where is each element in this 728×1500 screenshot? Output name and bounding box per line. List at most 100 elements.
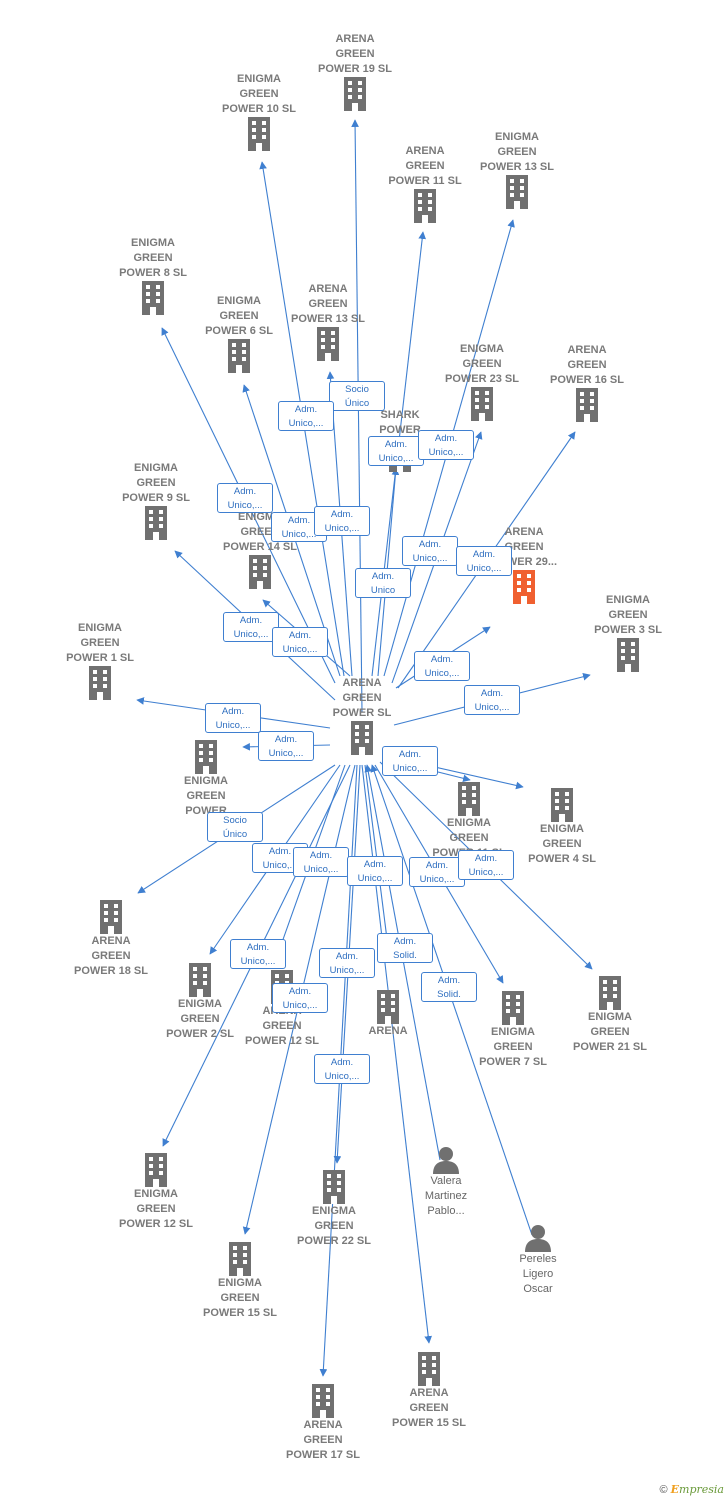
relation-label[interactable]: Adm. Unico,... [272,627,328,657]
relation-label[interactable]: Adm. Unico,... [409,857,465,887]
building-icon [323,1170,345,1204]
building-icon [513,570,535,604]
company-node[interactable]: ENIGMA GREEN POWER 13 SL [462,130,572,209]
building-icon [506,175,528,209]
company-node[interactable]: ENIGMA GREEN POWER 4 SL [507,788,617,867]
company-node[interactable]: ARENA GREEN POWER 15 SL [374,1352,484,1431]
company-node[interactable]: ARENA GREEN POWER 19 SL [300,32,410,111]
building-icon [145,506,167,540]
relation-label[interactable]: Adm. Unico,... [319,948,375,978]
brand-logo-e: E [670,1483,680,1496]
node-label: ARENA GREEN POWER 11 SL [388,145,462,187]
center-company-node[interactable]: ARENA GREEN POWER SL [307,676,417,755]
node-label: ARENA GREEN POWER 13 SL [291,283,365,325]
building-icon [249,555,271,589]
relation-label[interactable]: Socio Único [207,812,263,842]
relation-label[interactable]: Adm. Unico,... [314,506,370,536]
company-node[interactable]: ARENA GREEN POWER 11 SL [370,144,480,223]
node-label: ENIGMA GREEN POWER 10 SL [222,73,296,115]
building-icon [617,638,639,672]
relation-label[interactable]: Adm. Unico,... [293,847,349,877]
building-icon [195,740,217,774]
node-label: ENIGMA GREEN POWER 23 SL [445,343,519,385]
relation-label[interactable]: Adm. Unico,... [347,856,403,886]
node-label: ENIGMA GREEN POWER 21 SL [573,1011,647,1053]
company-node[interactable]: ENIGMA GREEN POWER 10 SL [204,72,314,151]
node-label: ENIGMA GREEN POWER 3 SL [594,594,662,636]
building-icon [458,782,480,816]
company-node[interactable]: ENIGMA GREEN POWER 1 SL [45,621,155,700]
relation-label[interactable]: Adm. Solid. [421,972,477,1002]
company-node[interactable]: ARENA GREEN POWER 17 SL [268,1384,378,1463]
relation-label[interactable]: Socio Único [329,381,385,411]
company-node[interactable]: ENIGMA GREEN POWER 7 SL [458,991,568,1070]
node-label: ARENA GREEN POWER 19 SL [318,33,392,75]
copyright-symbol: © [659,1484,668,1496]
building-icon [100,900,122,934]
company-node[interactable]: ENIGMA GREEN POWER 8 SL [98,236,208,315]
node-label: ENIGMA GREEN POWER 1 SL [66,622,134,664]
node-label: ENIGMA GREEN POWER 2 SL [166,998,234,1040]
node-label: ENIGMA GREEN POWER 6 SL [205,295,273,337]
node-label: ENIGMA GREEN POWER 15 SL [203,1277,277,1319]
relation-label[interactable]: Adm. Unico [355,568,411,598]
relation-label[interactable]: Adm. Unico,... [278,401,334,431]
node-label: Pereles Ligero Oscar [519,1253,557,1295]
node-label: ARENA GREEN POWER 15 SL [392,1387,466,1429]
node-label: ENIGMA GREEN POWER 22 SL [297,1205,371,1247]
relation-label[interactable]: Adm. Unico,... [464,685,520,715]
relation-label[interactable]: Adm. Unico,... [314,1054,370,1084]
company-node[interactable]: ENIGMA GREEN POWER 6 SL [184,294,294,373]
node-label: ENIGMA GREEN POWER 4 SL [528,823,596,865]
node-label: ARENA GREEN POWER 18 SL [74,935,148,977]
relation-label[interactable]: Adm. Unico,... [456,546,512,576]
building-icon [145,1153,167,1187]
person-node[interactable]: Pereles Ligero Oscar [483,1224,593,1297]
relation-label[interactable]: Adm. Unico,... [230,939,286,969]
company-node[interactable]: ARENA GREEN POWER 16 SL [532,343,642,422]
node-label: Valera Martinez Pablo... [424,1175,468,1217]
company-node[interactable]: ENIGMA GREEN POWER 15 SL [185,1242,295,1321]
company-node[interactable]: ARENA GREEN POWER 18 SL [56,900,166,979]
building-icon [351,721,373,755]
edge-n1 [351,119,363,713]
relation-label[interactable]: Adm. Unico,... [217,483,273,513]
company-node[interactable]: ENIGMA GREEN POWER 3 SL [573,593,683,672]
relation-label[interactable]: Adm. Unico,... [223,612,279,642]
relation-label[interactable]: Adm. Solid. [377,933,433,963]
building-icon [229,1242,251,1276]
relation-label[interactable]: Adm. Unico,... [272,983,328,1013]
company-node[interactable]: ENIGMA GREEN POWER 14 SL [205,510,315,589]
building-icon [471,387,493,421]
node-label: ENIGMA GREEN POWER 13 SL [480,131,554,173]
company-node[interactable]: ENIGMA GREEN POWER 12 SL [101,1153,211,1232]
company-node[interactable]: ENIGMA GREEN POWER [151,740,261,819]
company-node[interactable]: ENIGMA GREEN POWER 21 SL [555,976,665,1055]
company-node[interactable]: ENIGMA GREEN POWER 22 SL [279,1170,389,1249]
company-node[interactable]: ENIGMA GREEN POWER 9 SL [101,461,211,540]
building-icon [502,991,524,1025]
relation-label[interactable]: Adm. Unico,... [382,746,438,776]
relation-label[interactable]: Adm. Unico,... [458,850,514,880]
company-node[interactable]: ARENA GREEN POWER 13 SL [273,282,383,361]
node-label: ENIGMA GREEN POWER 8 SL [119,237,187,279]
building-icon [551,788,573,822]
building-icon [248,117,270,151]
company-node[interactable]: ENIGMA GREEN POWER 23 SL [427,342,537,421]
relation-label[interactable]: Adm. Unico,... [368,436,424,466]
node-label: ENIGMA GREEN POWER 7 SL [479,1026,547,1068]
building-icon [344,77,366,111]
company-node[interactable]: ENIGMA GREEN POWER 2 SL [145,963,255,1042]
relation-label[interactable]: Adm. Unico,... [418,430,474,460]
relation-label[interactable]: Adm. Unico,... [258,731,314,761]
building-icon [317,327,339,361]
node-label: ENIGMA GREEN POWER [184,775,228,817]
person-icon [525,1225,551,1252]
relation-label[interactable]: Adm. Unico,... [205,703,261,733]
relation-label[interactable]: Adm. Unico,... [414,651,470,681]
person-node[interactable]: Valera Martinez Pablo... [391,1146,501,1219]
building-icon [377,990,399,1024]
company-node[interactable]: ARENA GREEN POWER 29... [469,525,579,604]
relation-label[interactable]: Adm. Unico,... [402,536,458,566]
company-node[interactable]: ARENA [333,990,443,1039]
